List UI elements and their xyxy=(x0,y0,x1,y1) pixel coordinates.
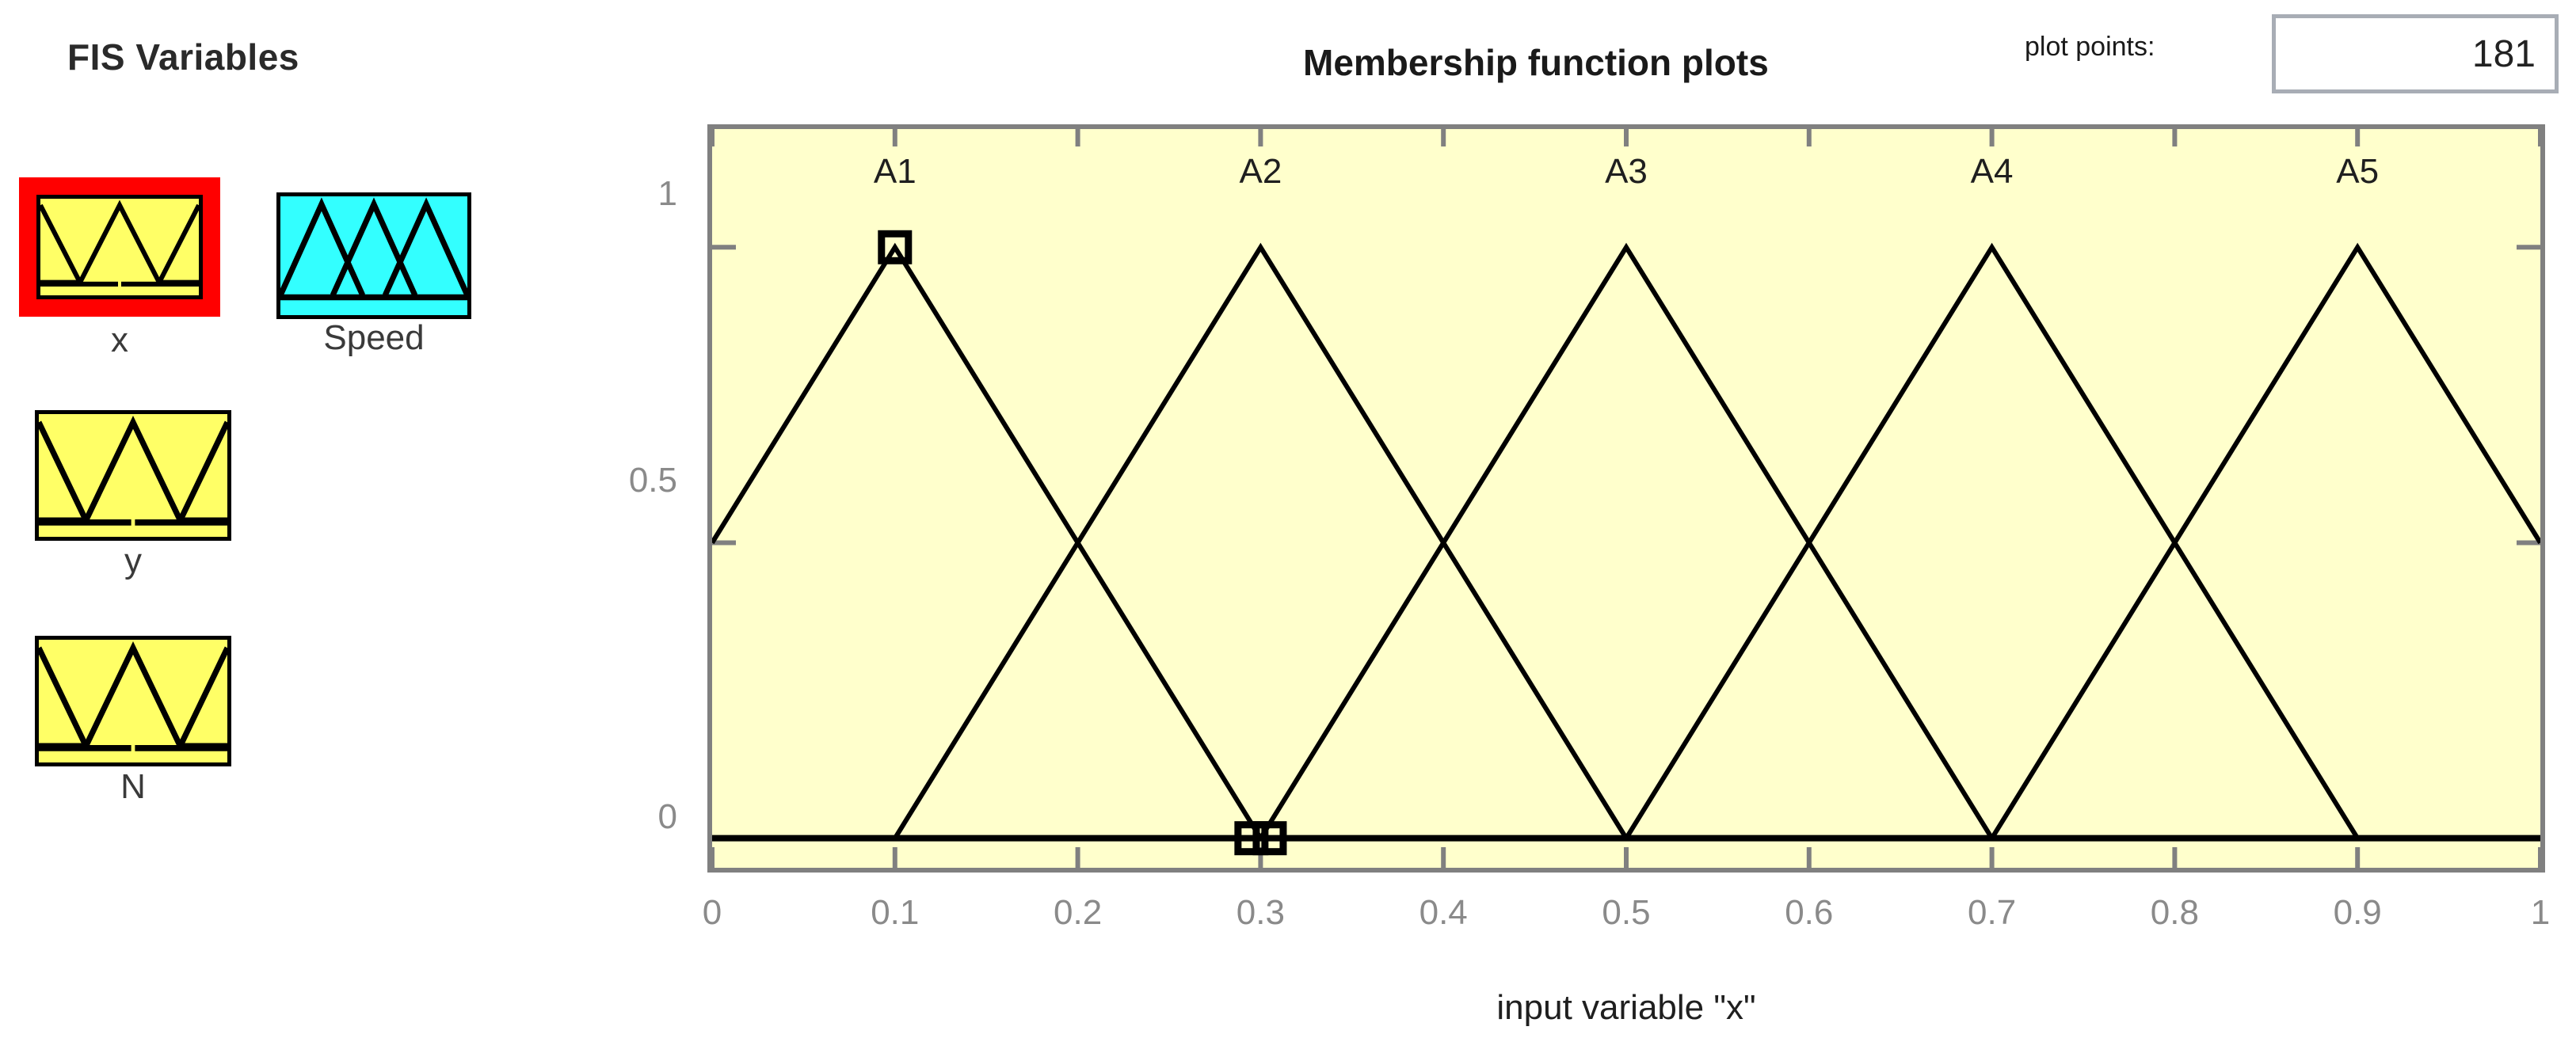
mf-label-a2: A2 xyxy=(1239,152,1282,191)
fis-variables-panel: FIS Variables x xyxy=(0,0,681,1057)
fis-variable-y[interactable]: y xyxy=(35,410,231,579)
mf-thumbnail-curves-y xyxy=(39,415,227,526)
xtick-label-1: 0.1 xyxy=(871,893,920,932)
ytick-label-1: 1 xyxy=(657,174,677,213)
xtick-label-8: 0.8 xyxy=(2150,893,2199,932)
fis-variable-speed-thumbnail[interactable] xyxy=(276,192,471,319)
mf-thumbnail-curves-n xyxy=(39,641,227,751)
xtick-label-6: 0.6 xyxy=(1785,893,1834,932)
fis-variables-title: FIS Variables xyxy=(67,36,299,78)
fis-variable-speed-label: Speed xyxy=(323,318,425,357)
mf-label-a3: A3 xyxy=(1605,152,1648,191)
mf-label-a1: A1 xyxy=(873,152,916,191)
fis-variable-speed[interactable]: Speed xyxy=(276,192,471,356)
plot-axes-area[interactable] xyxy=(707,124,2545,873)
mf-label-a4: A4 xyxy=(1970,152,2014,191)
mf-label-a5: A5 xyxy=(2336,152,2380,191)
xtick-label-0: 0 xyxy=(702,893,722,932)
fis-variable-y-label: y xyxy=(124,542,142,580)
fis-variable-x-thumbnail[interactable] xyxy=(19,177,220,317)
xtick-label-7: 0.7 xyxy=(1968,893,2017,932)
xtick-label-4: 0.4 xyxy=(1419,893,1468,932)
fis-variable-n[interactable]: N xyxy=(35,636,231,804)
ytick-label-0: 0 xyxy=(657,797,677,836)
fis-variable-n-label: N xyxy=(120,767,146,806)
plot-points-value: 181 xyxy=(2471,32,2536,75)
xtick-label-5: 0.5 xyxy=(1602,893,1651,932)
plot-title: Membership function plots xyxy=(1303,42,1769,83)
ytick-label-05: 0.5 xyxy=(628,461,677,500)
xtick-label-3: 0.3 xyxy=(1236,893,1285,932)
fis-variable-n-thumbnail[interactable] xyxy=(35,636,231,766)
plot-points-input[interactable]: 181 xyxy=(2272,14,2559,93)
xtick-label-9: 0.9 xyxy=(2333,893,2382,932)
x-axis-title: input variable "x" xyxy=(1496,988,1756,1027)
membership-function-plot[interactable]: A1 A2 A3 A4 A5 xyxy=(707,124,2545,873)
fis-variable-x-label: x xyxy=(111,321,128,359)
mf-thumbnail-curves-x xyxy=(40,200,199,287)
mf-thumbnail-curves-speed xyxy=(280,197,467,301)
xtick-label-10: 1 xyxy=(2530,893,2551,932)
xtick-label-2: 0.2 xyxy=(1054,893,1103,932)
plot-canvas xyxy=(712,129,2540,868)
fis-variable-x[interactable]: x xyxy=(19,177,220,359)
plot-points-label: plot points: xyxy=(2025,32,2155,62)
fis-variable-y-thumbnail[interactable] xyxy=(35,410,231,541)
